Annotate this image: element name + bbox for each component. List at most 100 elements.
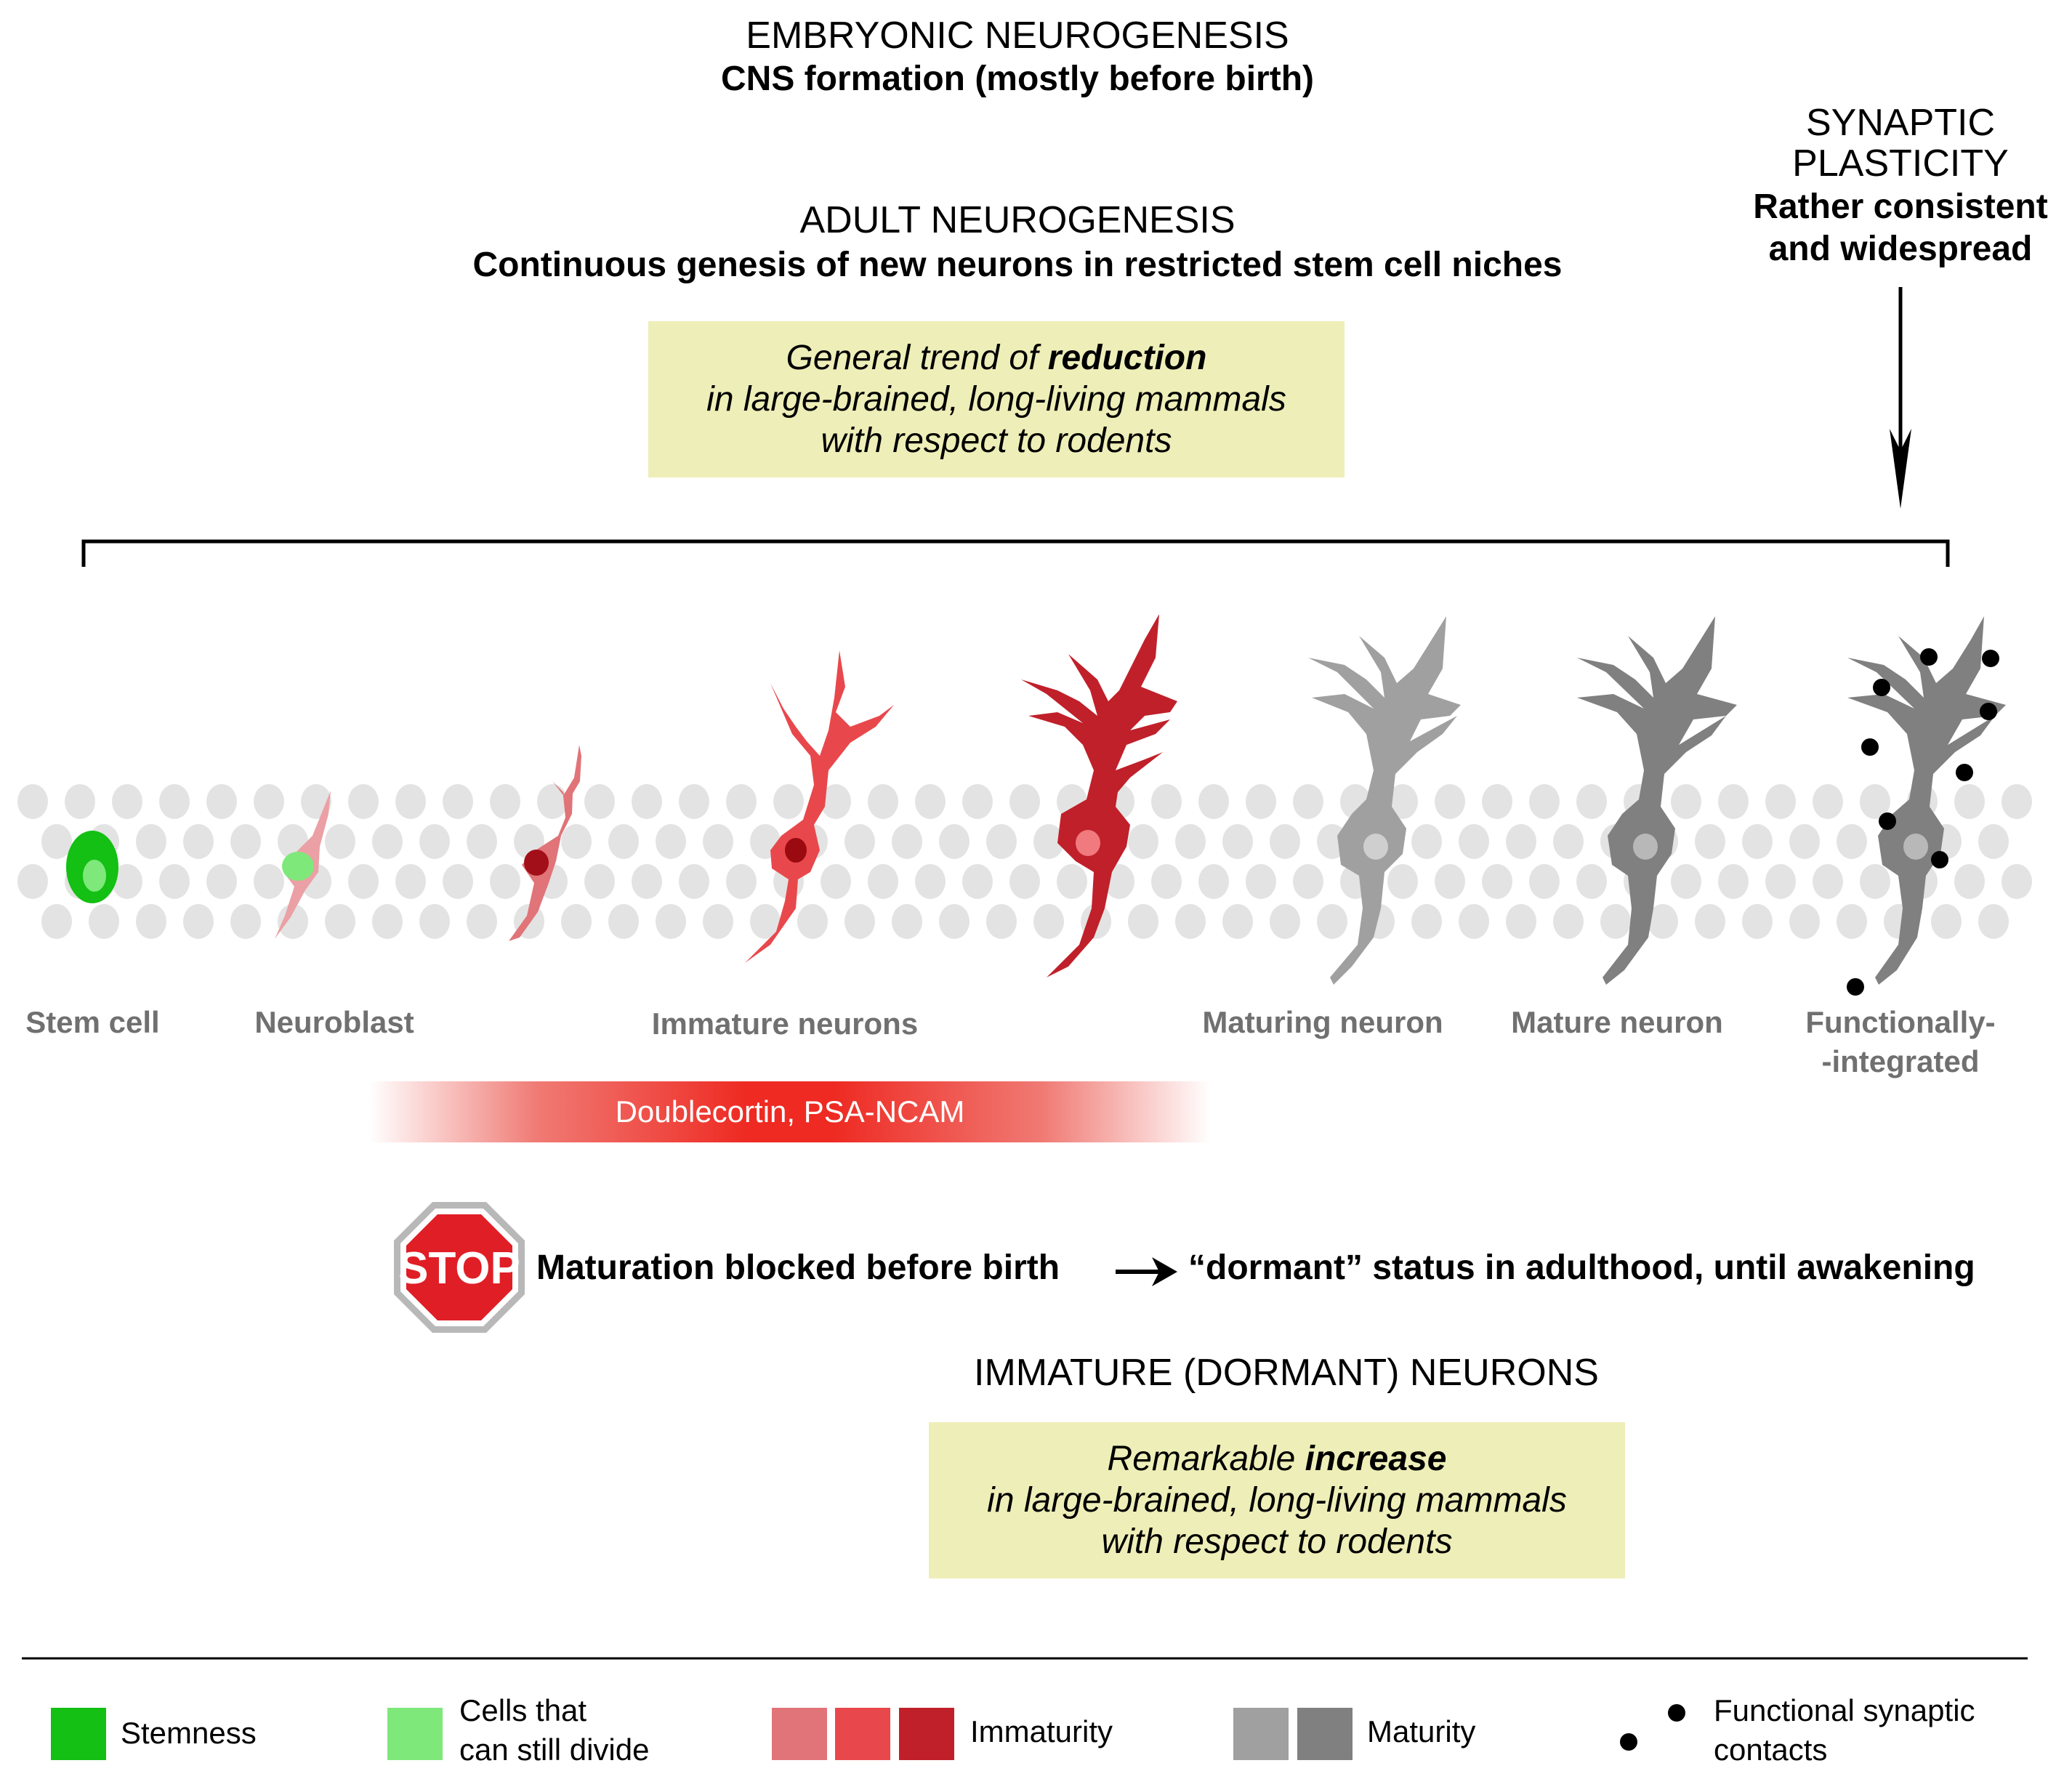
- tissue-dot: [1198, 784, 1229, 819]
- adult-title: ADULT NEUROGENESIS: [799, 199, 1235, 241]
- tissue-dot: [1128, 904, 1158, 939]
- tissue-dot: [1270, 904, 1300, 939]
- tissue-dot: [1695, 904, 1725, 939]
- tissue-dot: [1057, 864, 1087, 899]
- tissue-dot: [1151, 784, 1182, 819]
- tissue-dot: [41, 904, 72, 939]
- tissue-dot: [1860, 864, 1890, 899]
- adult-subtitle: Continuous genesis of new neurons in res…: [472, 246, 1563, 284]
- tissue-dot: [584, 784, 615, 819]
- tissue-dot: [797, 904, 828, 939]
- synaptic-subtitle-1: Rather consistent: [1753, 187, 2048, 226]
- tissue-dot: [1529, 784, 1560, 819]
- tissue-dot: [17, 784, 48, 819]
- tissue-dot: [348, 784, 379, 819]
- trend-line3: with respect to rodents: [821, 421, 1172, 460]
- tissue-dot: [939, 904, 970, 939]
- tissue-dot: [254, 784, 284, 819]
- tissue-dot: [986, 904, 1017, 939]
- tissue-dot: [608, 824, 639, 859]
- tissue-dot: [490, 864, 520, 899]
- tissue-dot: [632, 864, 662, 899]
- tissue-dot: [1695, 824, 1725, 859]
- tissue-dot: [65, 784, 95, 819]
- legend-swatch-immature-light: [772, 1708, 827, 1760]
- synaptic-subtitle-2: and widespread: [1768, 230, 2033, 268]
- label-integrated-1: Functionally-: [1805, 1005, 1996, 1039]
- dormant-line1-pre: Remarkable: [1107, 1440, 1305, 1478]
- stop-text-2: “dormant” status in adulthood, until awa…: [1188, 1248, 1975, 1287]
- legend-swatch-mature-dark: [1297, 1708, 1353, 1760]
- tissue-dot: [419, 824, 450, 859]
- tissue-dot: [136, 824, 166, 859]
- tissue-dot: [1033, 904, 1064, 939]
- tissue-dot: [1459, 904, 1489, 939]
- tissue-dot: [962, 864, 993, 899]
- tissue-dot: [868, 784, 898, 819]
- tissue-dot: [1529, 864, 1560, 899]
- arrow-down-icon: [1890, 287, 1911, 509]
- tissue-dot: [467, 824, 497, 859]
- mature-neuron: [1577, 616, 1737, 985]
- tissue-dot: [1411, 904, 1442, 939]
- tissue-dot: [915, 784, 946, 819]
- tissue-dot: [372, 824, 403, 859]
- dormant-title: IMMATURE (DORMANT) NEURONS: [974, 1352, 1599, 1394]
- tissue-dot: [1954, 864, 1985, 899]
- synapse-dot-icon: [1620, 1704, 1685, 1751]
- immature-neuron-1: [509, 745, 581, 941]
- tissue-dot: [1009, 864, 1040, 899]
- tissue-dot: [1482, 784, 1512, 819]
- tissue-dot: [561, 904, 592, 939]
- tissue-dot: [1931, 904, 1962, 939]
- tissue-dot: [1954, 784, 1985, 819]
- neuroblast-cell: [275, 791, 331, 939]
- synapse-dot-icon: [1847, 648, 1999, 996]
- tissue-dot: [821, 864, 851, 899]
- tissue-dot: [1576, 784, 1607, 819]
- immature-neuron-3: [1021, 614, 1177, 977]
- trend-line2: in large-brained, long-living mammals: [706, 380, 1286, 419]
- tissue-dot: [1175, 904, 1206, 939]
- tissue-dot: [868, 864, 898, 899]
- tissue-dot: [1411, 824, 1442, 859]
- tissue-dot: [750, 904, 781, 939]
- tissue-dot: [1293, 864, 1323, 899]
- tissue-dot: [443, 864, 473, 899]
- tissue-dot: [632, 784, 662, 819]
- tissue-dot: [1978, 824, 2009, 859]
- legend-swatch-divide: [387, 1708, 443, 1760]
- stop-sign-icon: STOP: [394, 1202, 525, 1333]
- tissue-dot: [1246, 784, 1276, 819]
- tissue-dot: [1506, 904, 1536, 939]
- label-immature-neurons: Immature neurons: [651, 1007, 919, 1041]
- tissue-dot: [41, 824, 72, 859]
- trend-note: General trend of reduction in large-brai…: [648, 321, 1345, 477]
- tissue-dot: [1506, 824, 1536, 859]
- tissue-dot: [1435, 864, 1465, 899]
- legend-immaturity: Immaturity: [970, 1714, 1113, 1748]
- tissue-dot: [537, 784, 568, 819]
- stop-text-1: Maturation blocked before birth: [536, 1248, 1060, 1287]
- tissue-dot: [1128, 824, 1158, 859]
- stage-bracket: [81, 539, 1950, 567]
- tissue-dot: [986, 824, 1017, 859]
- tissue-dot: [1860, 784, 1890, 819]
- tissue-dot: [2002, 784, 2032, 819]
- tissue-dot: [230, 904, 261, 939]
- tissue-dot: [467, 904, 497, 939]
- tissue-dot: [844, 824, 875, 859]
- label-stem-cell: Stem cell: [25, 1005, 160, 1039]
- tissue-dot: [1553, 824, 1584, 859]
- tissue-dot: [1317, 904, 1347, 939]
- tissue-dot: [892, 824, 922, 859]
- tissue-dot: [1151, 864, 1182, 899]
- tissue-dot: [1837, 824, 1867, 859]
- tissue-dot: [254, 864, 284, 899]
- tissue-dot: [1600, 904, 1631, 939]
- tissue-dot: [159, 784, 190, 819]
- tissue-dot: [1482, 864, 1512, 899]
- label-mature-neuron: Mature neuron: [1511, 1005, 1723, 1039]
- tissue-dot: [372, 904, 403, 939]
